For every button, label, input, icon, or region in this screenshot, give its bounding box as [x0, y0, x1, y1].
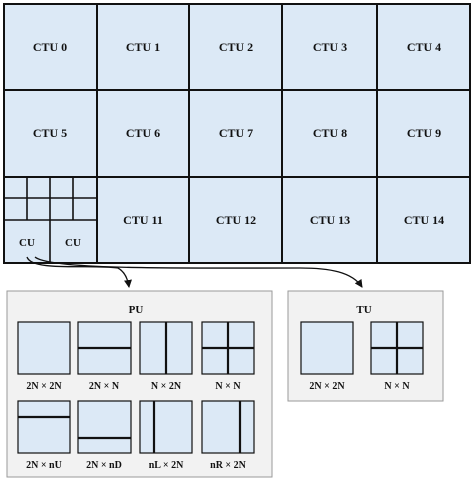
- pu-panel: PU 2N × 2N 2N × N N × 2N N × N 2N × nU 2…: [6, 290, 273, 478]
- pu-mode-label-2Nx2N: 2N × 2N: [26, 381, 62, 392]
- ctu-label-12: CTU 12: [216, 213, 256, 227]
- pu-mode-label-NxN: N × N: [215, 381, 241, 392]
- ctu-label-2: CTU 2: [219, 40, 253, 54]
- ctu-grid-lines: [4, 4, 470, 263]
- pu-mode-label-2NxnD: 2N × nD: [86, 460, 122, 471]
- ctu-label-13: CTU 13: [310, 213, 350, 227]
- pu-mode-nLx2N-box: [139, 400, 193, 454]
- ctu-label-11: CTU 11: [123, 213, 163, 227]
- pu-mode-label-2NxN: 2N × N: [89, 381, 120, 392]
- ctu-label-6: CTU 6: [126, 126, 160, 140]
- ctu-label-7: CTU 7: [219, 126, 253, 140]
- pu-mode-label-nLx2N: nL × 2N: [149, 460, 184, 471]
- ctu-label-1: CTU 1: [126, 40, 160, 54]
- ctu-grid: CTU 0 CTU 1 CTU 2 CTU 3 CTU 4 CTU 5 CTU …: [3, 3, 471, 264]
- pu-mode-label-2NxnU: 2N × nU: [26, 460, 62, 471]
- ctu-label-5: CTU 5: [33, 126, 67, 140]
- pu-mode-nRx2N-box: [201, 400, 255, 454]
- ctu-label-9: CTU 9: [407, 126, 441, 140]
- tu-mode-2Nx2N-box: [300, 321, 354, 375]
- ctu-label-0: CTU 0: [33, 40, 67, 54]
- cu-arrows: [26, 256, 363, 288]
- pu-mode-2Nx2N-box: [17, 321, 71, 375]
- tu-mode-label-2Nx2N: 2N × 2N: [309, 381, 345, 392]
- ctu-label-4: CTU 4: [407, 40, 441, 54]
- cu-label-right: CU: [65, 237, 81, 249]
- pu-mode-label-Nx2N: N × 2N: [151, 381, 182, 392]
- pu-mode-label-nRx2N: nR × 2N: [210, 460, 246, 471]
- ctu-label-14: CTU 14: [404, 213, 444, 227]
- cu-to-tu-arrow: [34, 256, 363, 288]
- cu-label-left: CU: [19, 237, 35, 249]
- ctu-label-8: CTU 8: [313, 126, 347, 140]
- tu-panel: TU 2N × 2N N × N: [287, 290, 444, 402]
- tu-mode-label-NxN: N × N: [384, 381, 410, 392]
- tu-panel-title: TU: [356, 304, 371, 316]
- pu-mode-2NxnU-box: [17, 400, 71, 454]
- pu-panel-title: PU: [129, 304, 144, 316]
- ctu-10-quadtree: [4, 177, 97, 263]
- ctu-label-3: CTU 3: [313, 40, 347, 54]
- pu-mode-2NxnD-box: [77, 400, 132, 454]
